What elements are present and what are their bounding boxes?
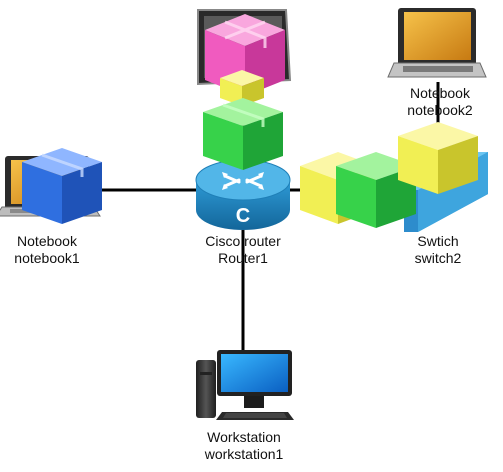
node-label-switch2: Swtich switch2 bbox=[393, 233, 483, 267]
packet-box-icon bbox=[336, 152, 416, 228]
node-name: workstation1 bbox=[204, 446, 284, 462]
node-type: Swtich bbox=[417, 233, 459, 249]
node-type: Notebook bbox=[17, 233, 77, 249]
packet-box-icon bbox=[398, 122, 478, 194]
node-label-router1: Cisco router Router1 bbox=[187, 233, 299, 267]
node-name: Router1 bbox=[218, 250, 268, 266]
node-label-notebook2: Notebook notebook2 bbox=[392, 85, 488, 119]
node-name: notebook1 bbox=[14, 250, 80, 266]
node-type: Cisco router bbox=[205, 233, 281, 249]
node-label-workstation1: Workstation workstation1 bbox=[183, 429, 305, 463]
packet-box-icon bbox=[220, 70, 264, 106]
node-name: notebook2 bbox=[407, 102, 473, 118]
node-type: Workstation bbox=[207, 429, 281, 445]
packet-box-icon bbox=[203, 98, 283, 170]
desktop-computer-icon[interactable] bbox=[196, 350, 294, 420]
node-type: Notebook bbox=[410, 85, 470, 101]
node-name: switch2 bbox=[414, 250, 462, 266]
router-badge: C bbox=[236, 205, 250, 227]
laptop-icon[interactable] bbox=[387, 8, 487, 78]
router-icon[interactable]: C bbox=[195, 159, 291, 230]
packet-box-icon bbox=[22, 148, 102, 224]
node-label-notebook1: Notebook notebook1 bbox=[0, 233, 94, 267]
